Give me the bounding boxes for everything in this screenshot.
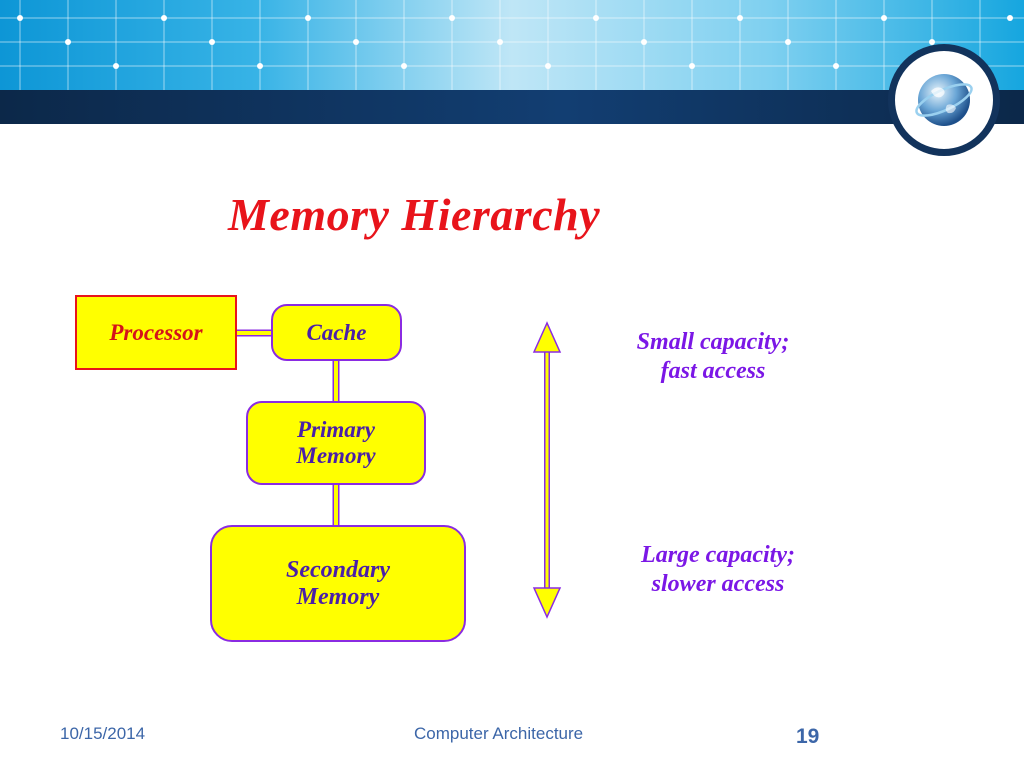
processor-box: Processor [75, 295, 237, 370]
secondary-memory-label: Secondary Memory [286, 556, 390, 610]
page-number: 19 [796, 725, 820, 748]
cache-label: Cache [306, 319, 367, 345]
footer-course: Computer Architecture [414, 724, 584, 743]
cache-box: Cache [271, 304, 402, 361]
secondary-memory-box: Secondary Memory [210, 525, 466, 642]
small-capacity-note: Small capacity; fast access [636, 329, 790, 384]
large-capacity-note: Large capacity; slower access [641, 542, 795, 597]
header-banner [0, 0, 1024, 90]
primary-memory-label: Primary Memory [296, 417, 376, 468]
slide-title: Memory Hierarchy [228, 189, 601, 240]
circuit-grid-pattern [0, 0, 1024, 90]
globe-icon [888, 44, 1000, 156]
processor-label: Processor [109, 319, 203, 345]
footer-date: 10/15/2014 [60, 724, 146, 743]
header-band [0, 90, 1024, 124]
primary-memory-box: Primary Memory [246, 401, 426, 485]
double-headed-vertical-arrow-icon [532, 321, 562, 619]
